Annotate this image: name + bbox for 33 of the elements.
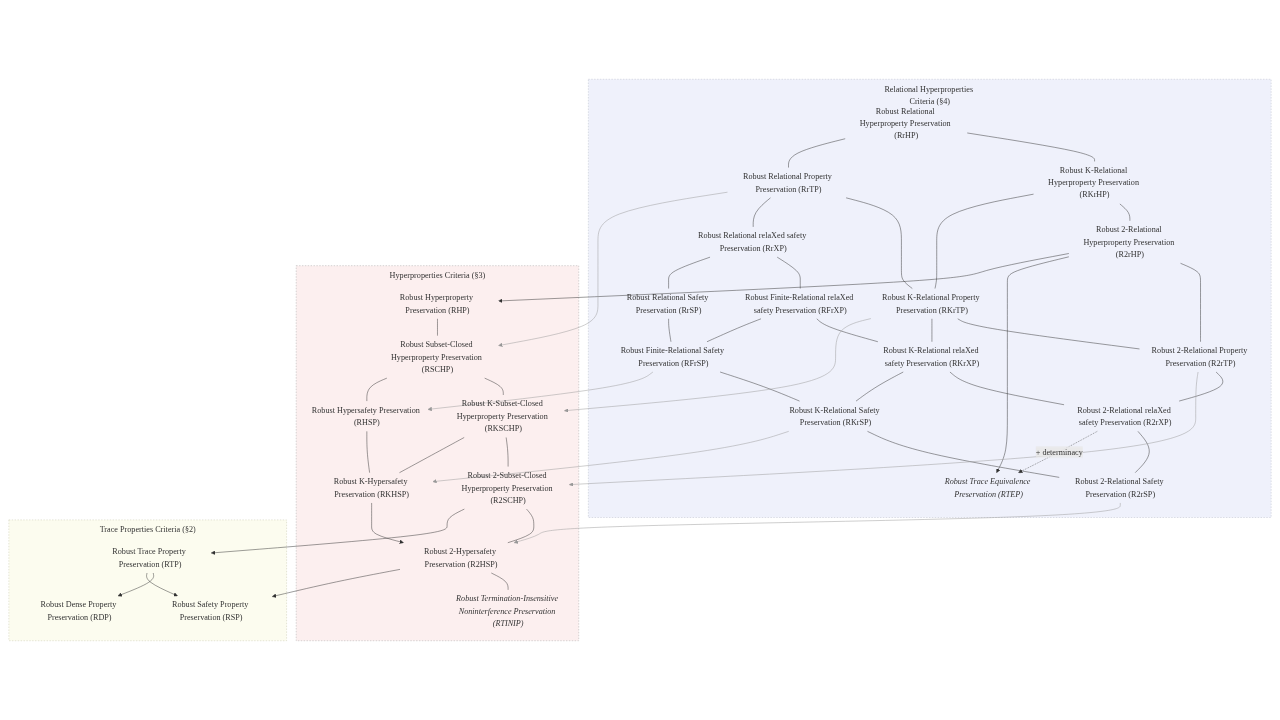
node-text: Robust Relational relaXed safety Preservation (RrXP) bbox=[698, 231, 807, 253]
node-text: Robust 2-Relational Safety Preservation (R2rSP) bbox=[1075, 477, 1164, 499]
edge-label: + determinacy bbox=[1035, 447, 1083, 457]
connector bbox=[949, 371, 1065, 405]
node-text: Robust 2-Relational relaXed safety Preservation (R2rXP) bbox=[1077, 405, 1172, 427]
connector bbox=[934, 193, 1034, 289]
node-text: Robust Termination-Insensitive Noninterference Preservation (RTINIP) bbox=[456, 594, 559, 628]
node-text: Robust 2-Hypersafety Preservation (R2HSP) bbox=[424, 547, 498, 569]
node-text: Robust Hyperproperty Preservation (RHP) bbox=[399, 292, 474, 315]
node-text: Robust Hypersafety Preservation (RHSP) bbox=[311, 405, 420, 427]
node-text: Robust Relational Property Preservation (RrTP) bbox=[743, 171, 832, 194]
node-text: Robust K-Hypersafety Preservation (RKHSP) bbox=[333, 477, 409, 499]
node-text: Robust K-Subset-Closed Hyperproperty Preservation (RKSCHP) bbox=[456, 399, 548, 433]
connector bbox=[776, 256, 801, 289]
node-text: Robust K-Relational Hyperproperty Preservation (RKrHP) bbox=[1048, 165, 1140, 200]
connector bbox=[957, 318, 1140, 350]
node-text: Robust Safety Property Preservation (RSP) bbox=[172, 600, 249, 622]
node-text: Robust 2-Relational Hyperproperty Preservation (R2rHP) bbox=[1083, 225, 1175, 259]
node-text: Robust Subset-Closed Hyperproperty Preservation (RSCHP) bbox=[390, 339, 482, 374]
node-text: Robust Trace Property Preservation (RTP) bbox=[112, 547, 186, 569]
node-text: Robust Relational Hyperproperty Preservation (RrHP) bbox=[859, 106, 951, 141]
node-text: Robust 2-Subset-Closed Hyperproperty Preservation (R2SCHP) bbox=[461, 470, 553, 505]
node-text: Robust K-Relational Property Preservation (RKrTP) bbox=[882, 292, 980, 315]
node-text: Robust Relational Safety Preservation (RrSP) bbox=[626, 292, 709, 315]
node-text: Robust Finite-Relational Safety Preservation (RFrSP) bbox=[620, 346, 725, 368]
node-text: Robust Dense Property Preservation (RDP) bbox=[40, 600, 117, 622]
connector bbox=[867, 431, 1060, 478]
node-text: Robust K-Relational Safety Preservation (RKrSP) bbox=[789, 405, 880, 427]
node-text: Robust 2-Relational Property Preservation (R2rTP) bbox=[1151, 346, 1248, 368]
connector bbox=[845, 197, 913, 289]
node-text: Robust Trace Equivalence Preservation (RTEP) bbox=[944, 477, 1031, 499]
node-text: Robust K-Relational relaXed safety Preservation (RKrXP) bbox=[883, 346, 980, 368]
node-text: Robust Finite-Relational relaXed safety Preservation (RFrXP) bbox=[745, 292, 854, 315]
